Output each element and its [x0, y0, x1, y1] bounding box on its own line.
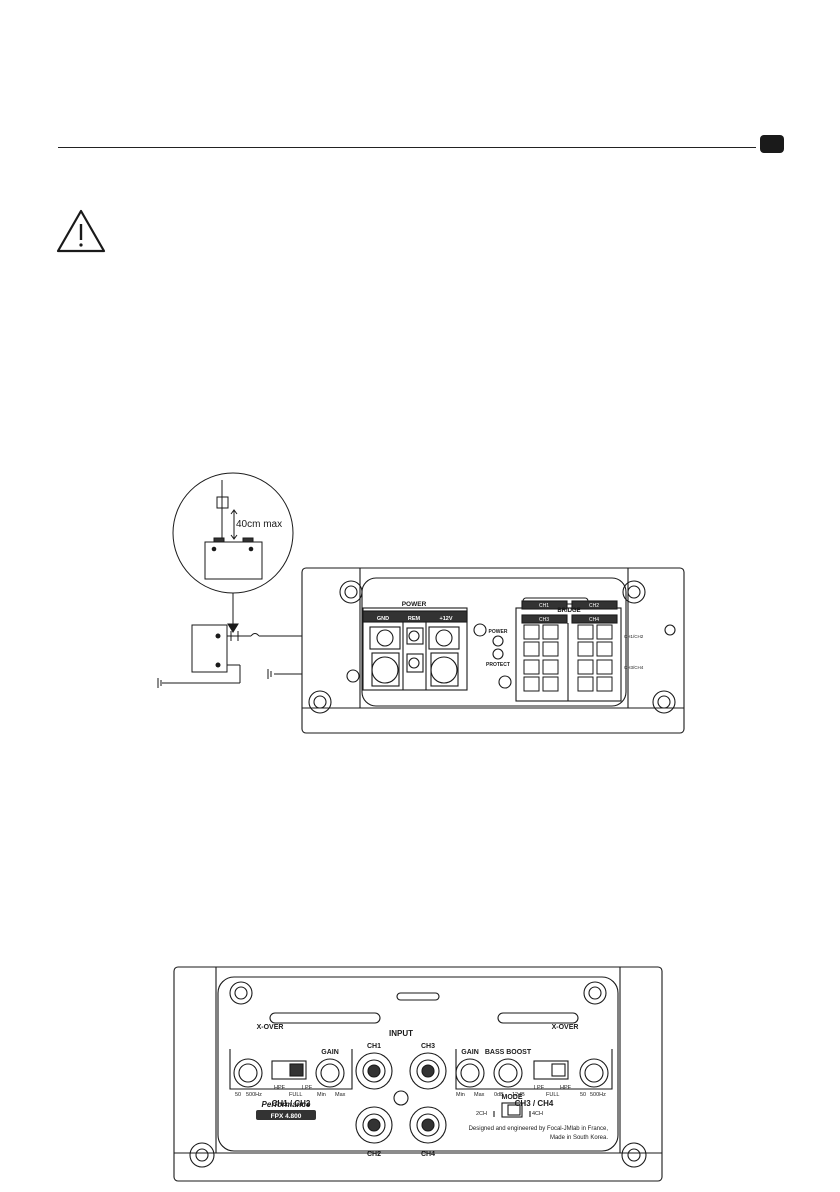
rca-ch4 — [409, 1106, 447, 1144]
switch-left-lpf: LPF — [302, 1085, 313, 1091]
mode-4ch-label: 4CH — [532, 1111, 543, 1117]
power-terminal-block — [362, 607, 468, 691]
xover-left-knob — [233, 1058, 263, 1088]
mode-switch — [501, 1102, 523, 1118]
terminal-12v-label: +12V — [440, 616, 453, 622]
input-title: INPUT — [389, 1029, 413, 1038]
mode-title: MODE — [502, 1094, 523, 1101]
gain-left-min: Min — [317, 1092, 326, 1098]
brand-logo-text: Performance — [262, 1100, 311, 1109]
input-panel-diagram: X-OVER 50 500Hz HPF FULL LPF GAIN Min Ma… — [173, 966, 663, 1182]
gain-left-label: GAIN — [321, 1049, 339, 1056]
language-badge — [760, 135, 784, 153]
warning-triangle-icon — [56, 209, 106, 253]
xover-left-label: X-OVER — [257, 1024, 284, 1031]
switch-left-hpf: HPF — [274, 1085, 286, 1091]
group-right-label: CH3 / CH4 — [515, 1099, 554, 1108]
switch-left-full: FULL — [289, 1092, 302, 1098]
xover-left-min: 50 — [235, 1092, 241, 1098]
mode-2ch-label: 2CH — [476, 1111, 487, 1117]
rca-ch3 — [409, 1052, 447, 1090]
bass-boost-label: BASS BOOST — [485, 1049, 532, 1056]
power-led-label: POWER — [489, 629, 508, 635]
gain-right-knob — [455, 1058, 485, 1088]
terminal-rem-label: REM — [408, 616, 421, 622]
rca-ch2 — [355, 1106, 393, 1144]
bridge-ch4-label: CH4 — [589, 617, 599, 623]
footer-line-1: Designed and engineered by Focal-JMlab i… — [469, 1126, 609, 1132]
model-label: FPX 4.800 — [271, 1113, 302, 1120]
bass-boost-min: 0dB — [494, 1092, 504, 1098]
rca-ch1-label: CH1 — [367, 1043, 381, 1050]
group-left-label: CH1 / CH2 — [272, 1099, 311, 1108]
power-section-label: POWER — [402, 601, 427, 608]
gain-right-max: Max — [474, 1092, 485, 1098]
car-battery — [191, 624, 228, 673]
protect-led-label: PROTECT — [486, 662, 510, 668]
bridge-ch1-label: CH1 — [539, 603, 549, 609]
header-rule — [58, 147, 756, 148]
gain-right-min: Min — [456, 1092, 465, 1098]
footer-line-2: Made in South Korea. — [550, 1135, 608, 1141]
filter-switch-right — [533, 1060, 569, 1080]
power-wiring-diagram: 40cm max — [157, 472, 685, 734]
gain-left-max: Max — [335, 1092, 346, 1098]
rca-ch4-label: CH4 — [421, 1151, 435, 1158]
rca-ch2-label: CH2 — [367, 1151, 381, 1158]
inset-dimension-label: 40cm max — [236, 519, 282, 530]
xover-right-max: 500Hz — [590, 1092, 606, 1098]
switch-right-full: FULL — [546, 1092, 559, 1098]
xover-right-label: X-OVER — [552, 1024, 579, 1031]
filter-switch-left — [271, 1060, 307, 1080]
side-ch12-label: CH1/CH2 — [624, 634, 644, 639]
amplifier-input-panel — [173, 966, 663, 1182]
xover-left-max: 500Hz — [246, 1092, 262, 1098]
bass-boost-knob — [493, 1058, 523, 1088]
gain-left-knob — [315, 1058, 345, 1088]
bridge-ch3-label: CH3 — [539, 617, 549, 623]
bass-boost-max: 12dB — [512, 1092, 525, 1098]
terminal-gnd-label: GND — [377, 616, 389, 622]
switch-right-hpf: HPF — [560, 1085, 572, 1091]
switch-right-lpf: LPF — [534, 1085, 545, 1091]
side-ch34-label: CH3/CH4 — [624, 665, 644, 670]
xover-right-min: 50 — [580, 1092, 586, 1098]
bridge-ch2-label: CH2 — [589, 603, 599, 609]
rca-ch3-label: CH3 — [421, 1043, 435, 1050]
gain-right-label: GAIN — [461, 1049, 479, 1056]
rca-ch1 — [355, 1052, 393, 1090]
bridge-label: BRIDGE — [557, 608, 580, 614]
xover-right-knob — [579, 1058, 609, 1088]
